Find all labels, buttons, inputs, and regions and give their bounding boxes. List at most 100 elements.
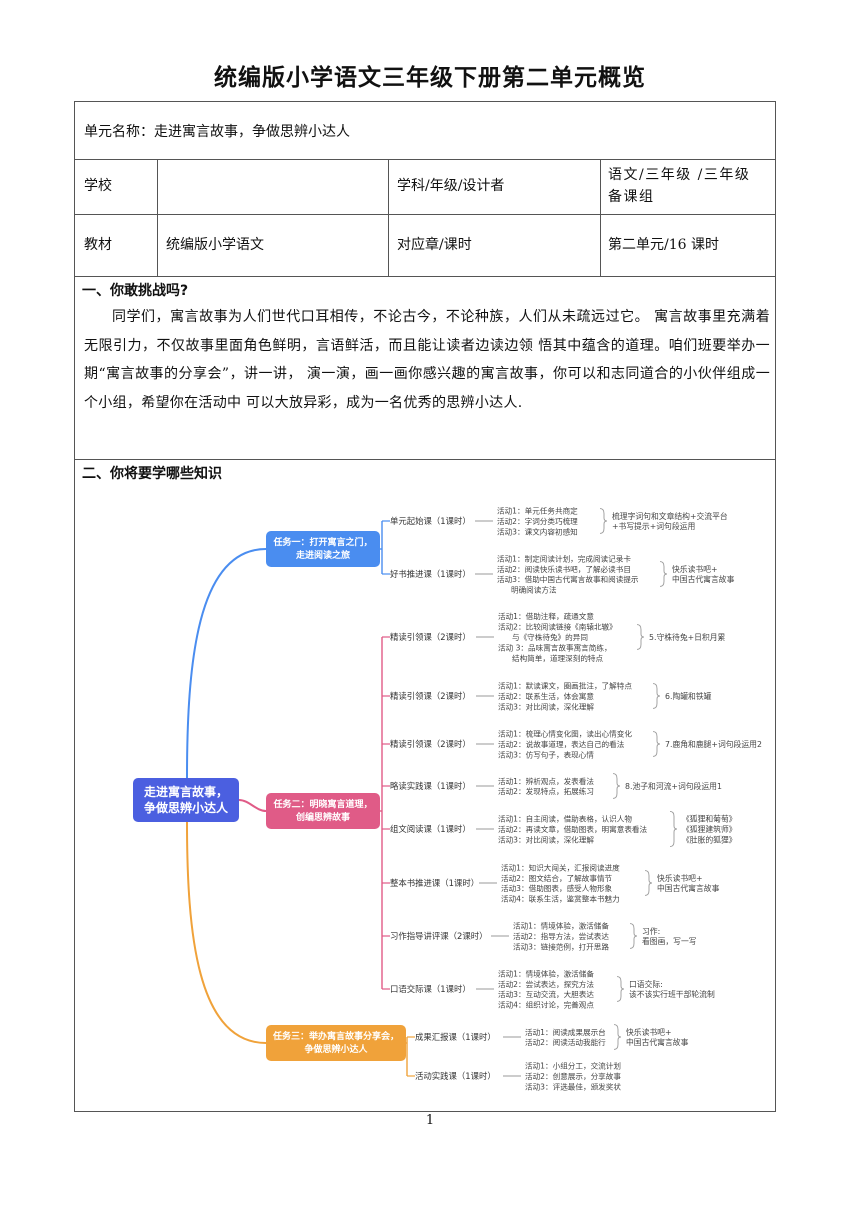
note-brace	[652, 731, 661, 757]
note-brace	[644, 870, 653, 896]
lesson-label: 成果汇报课（1课时）	[415, 1032, 496, 1042]
branch-curve	[186, 821, 267, 1044]
task-node	[266, 1025, 406, 1061]
note-text: 口语交际:	[629, 979, 663, 989]
note-text: 快乐读书吧+	[672, 564, 718, 574]
unit-name: 单元名称：走进寓言故事，争做思辨小达人	[84, 124, 350, 140]
activity-text: 与《守株待兔》的异同	[512, 632, 588, 642]
activity-text: 活动3：借助中国古代寓言故事和阅读提示	[497, 574, 639, 584]
lesson-label: 略读实践课（1课时）	[390, 781, 471, 791]
subject-value-line: 备课组	[608, 189, 655, 205]
subject-value-line: 语文/三年级 /三年级	[608, 167, 751, 183]
section2-heading: 二、你将要学哪些知识	[82, 466, 222, 482]
page-title: 统编版小学语文三年级下册第二单元概览	[214, 65, 646, 91]
activity-text: 活动2：阅读快乐读书吧，了解必读书目	[497, 564, 631, 574]
lesson-label: 单元起始课（1课时）	[390, 516, 471, 526]
col-divider	[157, 159, 158, 276]
note-brace	[599, 508, 608, 534]
task-node-text: 争做思辨小达人	[304, 1043, 368, 1055]
activity-text: 活动4：联系生活，鉴赏整本书魅力	[501, 894, 620, 904]
activity-text: 活动1：借助注释，疏通文意	[498, 611, 594, 621]
activity-text: 活动2：指导方法，尝试表达	[513, 931, 609, 941]
note-text: 中国古代寓言故事	[657, 883, 720, 893]
activity-text: 活动2：尝试表达，探究方法	[498, 979, 594, 989]
activity-text: 活动2：阅读活动我能行	[525, 1037, 606, 1047]
note-text: 中国古代寓言故事	[672, 574, 735, 584]
lesson-label: 整本书推进课（1课时）	[390, 878, 479, 888]
activity-text: 活动4：组织讨论，完善观点	[498, 1000, 594, 1010]
col-divider	[388, 159, 389, 276]
activity-text: 结构简单，道理深刻的特点	[512, 653, 604, 663]
activity-text: 活动2：图文结合，了解故事情节	[501, 873, 613, 883]
task-node	[266, 793, 380, 829]
note-brace	[652, 683, 661, 709]
task-node-text: 走进阅读之旅	[295, 549, 350, 561]
activity-text: 活动2：说故事道理，表达自己的看法	[498, 739, 625, 749]
activity-text: 活动2：发现特点，拓展练习	[498, 786, 594, 796]
note-brace	[612, 773, 621, 799]
note-text: +书写提示+词句段运用	[612, 521, 695, 531]
overview-table	[74, 101, 776, 1112]
root-node-text: 走进寓言故事，	[144, 784, 228, 799]
note-text: 7.鹿角和鹿腿+词句段运用2	[665, 739, 762, 749]
note-text: 梳理字词句和文章结构+交流平台	[612, 511, 728, 521]
note-text: 习作:	[642, 926, 660, 936]
note-text: 中国古代寓言故事	[626, 1037, 689, 1047]
note-brace	[629, 923, 638, 949]
note-brace	[636, 624, 645, 650]
school-label: 学校	[84, 178, 112, 194]
note-brace	[659, 561, 668, 587]
row-divider	[74, 459, 776, 460]
activity-text: 活动1：情境体验，激活储备	[498, 968, 594, 978]
task-node-text: 任务三：举办寓言故事分享会，	[272, 1030, 399, 1042]
task-node-text: 任务一：打开寓言之门，	[272, 536, 372, 548]
note-text: 《肚胀的狐狸》	[682, 834, 737, 844]
row-divider	[74, 214, 776, 215]
note-text: 快乐读书吧+	[657, 873, 703, 883]
note-text: 5.守株待兔+日积月累	[649, 632, 726, 642]
col-divider	[600, 159, 601, 276]
activity-text: 活动3：对比阅读，深化理解	[498, 701, 594, 711]
subject-label: 学科/年级/设计者	[397, 178, 505, 194]
activity-text: 活动2：字词分类巧梳理	[497, 516, 578, 526]
textbook-label: 教材	[84, 237, 112, 253]
activity-text: 活动2：联系生活，体会寓意	[498, 691, 594, 701]
lesson-label: 组文阅读课（1课时）	[390, 824, 471, 834]
chapter-value: 第二单元/16 课时	[608, 237, 719, 253]
activity-text: 活动1：小组分工，交流计划	[525, 1061, 621, 1071]
task-node	[266, 531, 380, 567]
activity-text: 活动1：情境体验，激活储备	[513, 921, 609, 931]
row-divider	[74, 276, 776, 277]
activity-text: 活动1：阅读成果展示台	[525, 1027, 606, 1037]
lesson-label: 精读引领课（2课时）	[390, 739, 471, 749]
activity-text: 活动1：默读课文，圈画批注，了解特点	[498, 681, 632, 691]
activity-text: 活动3：课文内容初感知	[497, 526, 578, 536]
section1-paragraph: 同学们，寓言故事为人们世代口耳相传，不论古今，不论种族，人们从未疏远过它。 寓言…	[84, 309, 770, 411]
note-text: 看图画，写一写	[642, 937, 697, 946]
activity-text: 活动 3：品味寓言故事寓言简练，	[498, 642, 612, 652]
note-text: 快乐读书吧+	[626, 1027, 672, 1037]
note-brace	[616, 976, 625, 1002]
lesson-label: 活动实践课（1课时）	[415, 1071, 496, 1081]
activity-text: 活动3：对比阅读，深化理解	[498, 834, 594, 844]
section1-heading: 一、你敢挑战吗?	[82, 283, 189, 299]
activity-text: 活动3：链接范例，打开思路	[513, 941, 609, 951]
activity-text: 活动3：借助图表，感受人物形象	[501, 883, 613, 893]
root-node-text: 争做思辨小达人	[144, 800, 229, 815]
note-brace	[669, 810, 678, 848]
lesson-label: 精读引领课（2课时）	[390, 691, 471, 701]
task-node-text: 创编思辨故事	[295, 811, 350, 823]
activity-text: 活动1：辨析观点，发表看法	[498, 776, 594, 786]
lesson-label: 好书推进课（1课时）	[390, 569, 471, 579]
activity-text: 活动3：仿写句子，表现心情	[498, 749, 594, 759]
note-text: 该不该实行班干部轮流制	[629, 989, 715, 999]
task-node-text: 任务二：明晓寓言道理，	[272, 798, 372, 810]
activity-text: 活动1：自主阅读，借助表格，认识人物	[498, 814, 632, 824]
chapter-label: 对应章/课时	[397, 237, 472, 253]
activity-text: 活动2：比较阅读链接《南辕北辙》	[498, 622, 617, 632]
activity-text: 活动2：创意展示，分享故事	[525, 1071, 621, 1081]
activity-text: 明确阅读方法	[511, 585, 557, 595]
branch-curve	[186, 548, 267, 779]
note-text: 8.池子和河流+词句段运用1	[625, 781, 722, 791]
note-text: 《狐狸和葡萄》	[682, 814, 737, 824]
